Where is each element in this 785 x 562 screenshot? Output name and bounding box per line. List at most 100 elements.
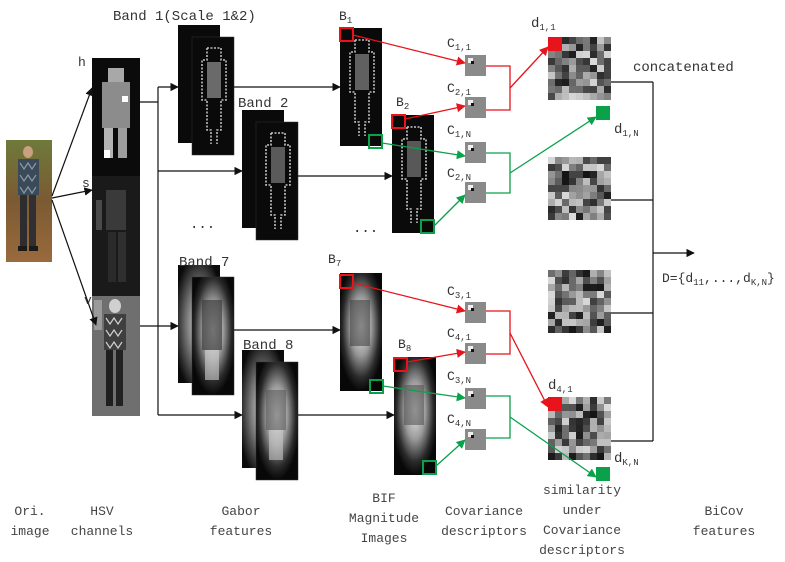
- matrix-cell: [597, 425, 604, 432]
- matrix-cell: [590, 58, 597, 65]
- matrix-cell: [548, 453, 555, 460]
- matrix-cell: [548, 425, 555, 432]
- matrix-cell: [590, 418, 597, 425]
- matrix-cell: [590, 425, 597, 432]
- matrix-cell: [590, 284, 597, 291]
- matrix-cell: [604, 185, 611, 192]
- matrix-cell: [604, 425, 611, 432]
- matrix-cell: [583, 37, 590, 44]
- matrix-cell: [562, 58, 569, 65]
- matrix-cell: [604, 171, 611, 178]
- matrix-cell: [604, 411, 611, 418]
- matrix-cell: [555, 164, 562, 171]
- cov-c21: [465, 97, 486, 118]
- matrix-cell: [576, 298, 583, 305]
- matrix-cell: [597, 65, 604, 72]
- cov-c41: [465, 343, 486, 364]
- matrix-cell: [576, 164, 583, 171]
- matrix-cell: [555, 270, 562, 277]
- matrix-cell: [576, 453, 583, 460]
- matrix-cell: [576, 93, 583, 100]
- matrix-cell: [590, 178, 597, 185]
- original-image: [6, 140, 52, 262]
- matrix-cell: [590, 319, 597, 326]
- label-d1n: d1,N: [614, 122, 639, 139]
- matrix-cell: [548, 199, 555, 206]
- matrix-cell: [569, 418, 576, 425]
- cov-c1n: [465, 142, 486, 163]
- matrix-cell: [548, 432, 555, 439]
- matrix-cell: [576, 157, 583, 164]
- matrix-cell: [576, 37, 583, 44]
- matrix-cell: [597, 432, 604, 439]
- matrix-cell: [569, 206, 576, 213]
- matrix-cell: [583, 44, 590, 51]
- matrix-cell: [569, 404, 576, 411]
- matrix-cell: [562, 298, 569, 305]
- d41-highlight: [548, 397, 562, 411]
- matrix-cell: [555, 425, 562, 432]
- matrix-cell: [576, 284, 583, 291]
- similarity-matrix-3: [548, 270, 611, 333]
- matrix-cell: [604, 319, 611, 326]
- matrix-cell: [562, 305, 569, 312]
- matrix-cell: [576, 319, 583, 326]
- matrix-cell: [569, 72, 576, 79]
- matrix-cell: [597, 178, 604, 185]
- matrix-cell: [590, 51, 597, 58]
- matrix-cell: [569, 312, 576, 319]
- matrix-cell: [583, 65, 590, 72]
- cov-c4n: [465, 429, 486, 450]
- matrix-cell: [555, 446, 562, 453]
- bif-image-b2: [391, 114, 435, 234]
- band8-label: Band 8: [243, 338, 293, 354]
- matrix-cell: [576, 185, 583, 192]
- bif-image-b1: [339, 27, 383, 149]
- label-c21: C2,1: [447, 81, 471, 98]
- matrix-cell: [597, 51, 604, 58]
- matrix-cell: [576, 206, 583, 213]
- gabor-band-8: [242, 350, 299, 481]
- matrix-cell: [604, 284, 611, 291]
- matrix-cell: [604, 178, 611, 185]
- matrix-cell: [555, 86, 562, 93]
- matrix-cell: [604, 51, 611, 58]
- label-b2: B2: [396, 95, 409, 112]
- matrix-cell: [597, 79, 604, 86]
- matrix-cell: [569, 192, 576, 199]
- matrix-cell: [583, 270, 590, 277]
- matrix-cell: [597, 404, 604, 411]
- matrix-cell: [604, 199, 611, 206]
- matrix-cell: [548, 298, 555, 305]
- matrix-cell: [548, 51, 555, 58]
- matrix-cell: [562, 446, 569, 453]
- matrix-cell: [562, 326, 569, 333]
- matrix-cell: [555, 432, 562, 439]
- ellipsis-gabor: ...: [190, 217, 215, 233]
- matrix-cell: [576, 277, 583, 284]
- matrix-cell: [576, 326, 583, 333]
- matrix-cell: [569, 171, 576, 178]
- label-c2n: C2,N: [447, 166, 471, 183]
- label-dkn: dK,N: [614, 451, 639, 468]
- matrix-cell: [583, 192, 590, 199]
- matrix-cell: [555, 326, 562, 333]
- matrix-cell: [604, 157, 611, 164]
- cov-c2n: [465, 182, 486, 203]
- matrix-cell: [562, 192, 569, 199]
- matrix-cell: [583, 206, 590, 213]
- matrix-cell: [562, 277, 569, 284]
- matrix-cell: [555, 291, 562, 298]
- matrix-cell: [555, 185, 562, 192]
- matrix-cell: [597, 397, 604, 404]
- matrix-cell: [583, 51, 590, 58]
- label-b1: B1: [339, 9, 352, 26]
- matrix-cell: [569, 298, 576, 305]
- matrix-cell: [604, 298, 611, 305]
- matrix-cell: [597, 206, 604, 213]
- matrix-cell: [604, 305, 611, 312]
- matrix-cell: [548, 277, 555, 284]
- matrix-cell: [548, 192, 555, 199]
